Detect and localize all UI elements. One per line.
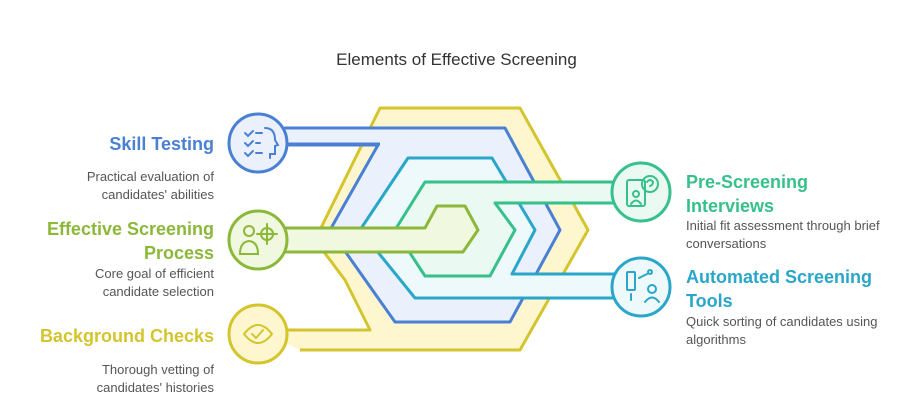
screening-process-title: Effective Screening Process (46, 219, 214, 263)
diagram-title: Elements of Effective Screening (336, 50, 577, 69)
automated-tools-title: Automated Screening Tools (686, 267, 873, 311)
skill-testing-description: Practical evaluation of candidates' abil… (86, 169, 214, 202)
interview-question-icon (610, 161, 672, 223)
automation-user-icon (610, 256, 672, 318)
background-checks-title: Background Checks (39, 326, 214, 346)
eye-check-icon (227, 303, 289, 365)
screening-process-path (256, 204, 480, 254)
checklist-head-icon (227, 112, 289, 174)
screening-process-description: Core goal of efficient candidate selecti… (95, 266, 214, 299)
skill-testing-title: Skill Testing (109, 134, 214, 154)
background-checks-description: Thorough vetting of candidates' historie… (96, 362, 214, 395)
pre-screening-title: Pre-Screening Interviews (686, 172, 809, 216)
pre-screening-description: Initial fit assessment through brief con… (686, 218, 880, 251)
person-target-icon (227, 209, 289, 271)
automated-tools-description: Quick sorting of candidates using algori… (686, 314, 878, 347)
